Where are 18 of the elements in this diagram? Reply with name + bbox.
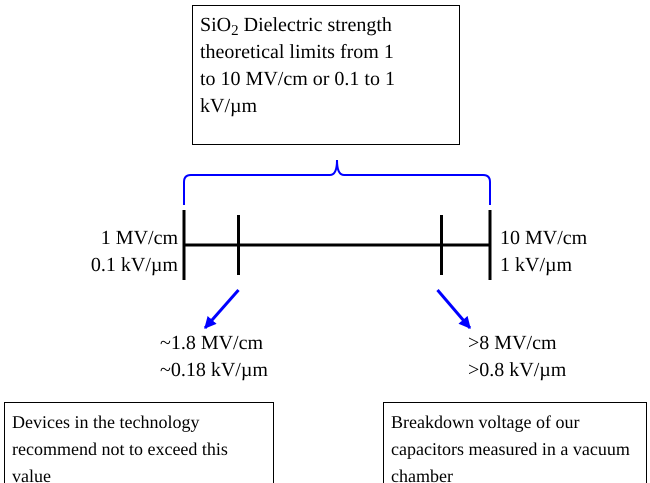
text-box — [4, 402, 274, 483]
arrow — [436, 289, 472, 329]
tick-mark — [440, 215, 443, 275]
text-box — [192, 5, 460, 145]
text-box — [383, 402, 647, 483]
scale-value: 0.1 kV/µm — [90, 253, 178, 278]
arrow — [204, 289, 240, 329]
scale-value: 1 kV/µm — [500, 253, 572, 278]
node-text: Breakdown voltage of our capacitors measured in a vacuum chamber — [391, 411, 631, 483]
scale-value: 1 MV/cm — [100, 226, 178, 251]
node-text: >8 MV/cm — [468, 331, 558, 356]
tick-mark — [237, 215, 240, 275]
node-text: ~1.8 MV/cm — [160, 331, 264, 356]
node-text: ~0.18 kV/µm — [160, 358, 269, 383]
node-text: SiO$_{2}$ Dielectric strength theoretical limits from 1 to 10 MV/cm or 0.1 to 1 kV/µm — [200, 13, 396, 119]
scale-value: 10 MV/cm — [500, 226, 588, 251]
node-text: >0.8 kV/µm — [468, 358, 568, 383]
node-text: Devices in the technology recommend not to exceed this value — [12, 411, 229, 483]
